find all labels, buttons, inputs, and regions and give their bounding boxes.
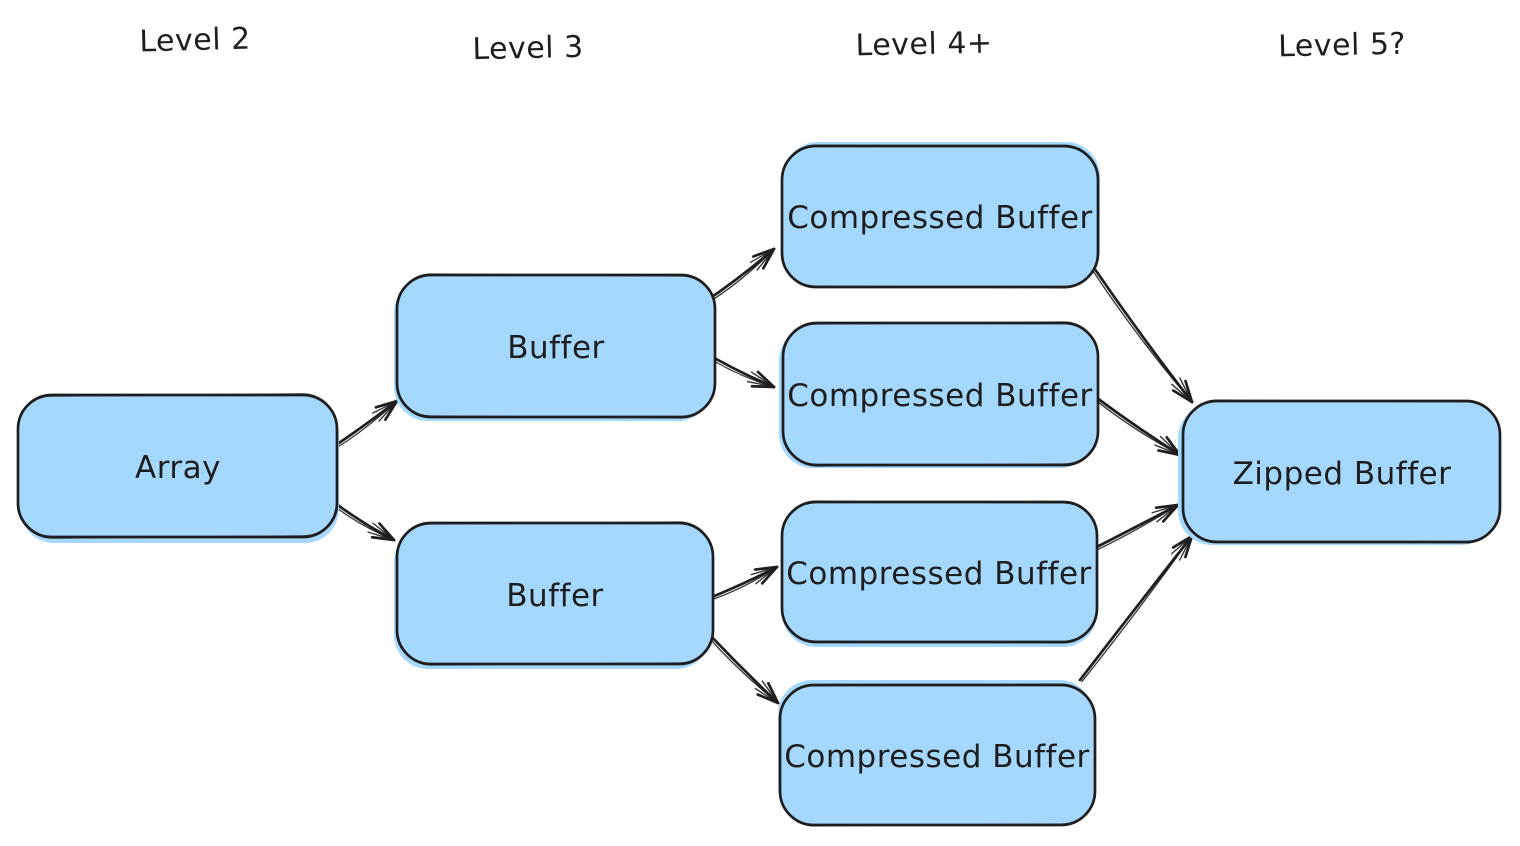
node-box-sketch-stroke — [17, 393, 338, 539]
column-label-level-3: Level 3 — [472, 30, 584, 67]
edge-compressed-buffer-2-to-zipped-buffer — [1094, 396, 1182, 457]
column-labels: Level 2 Level 3 Level 4+ Level 5? — [139, 22, 1406, 68]
nodes: Array Buffer Buffer Compressed Buffer Co… — [16, 142, 1502, 827]
edge-compressed-buffer-1-to-zipped-buffer — [1089, 263, 1194, 404]
edge-buffer-top-to-compressed-buffer-1 — [704, 247, 776, 304]
node-box-sketch-stroke — [396, 273, 716, 419]
node-label-buffer-top: Buffer — [507, 330, 605, 366]
edge-buffer-bottom-to-compressed-buffer-3 — [710, 565, 779, 600]
node-box-sketch-stroke — [779, 683, 1096, 827]
edge-compressed-buffer-3-to-zipped-buffer — [1085, 503, 1180, 555]
node-zipped-buffer: Zipped Buffer — [1178, 399, 1502, 545]
node-compressed-buffer-2: Compressed Buffer — [779, 321, 1100, 468]
column-label-level-2: Level 2 — [139, 22, 251, 60]
node-label-compressed-buffer-3: Compressed Buffer — [786, 556, 1092, 592]
node-box-sketch-stroke — [781, 144, 1099, 289]
edge-array-to-buffer-top — [331, 399, 399, 450]
edge-compressed-buffer-4-to-zipped-buffer — [1078, 534, 1194, 683]
node-label-compressed-buffer-1: Compressed Buffer — [787, 200, 1093, 236]
node-label-zipped-buffer: Zipped Buffer — [1233, 456, 1452, 492]
node-buffer-top: Buffer — [394, 273, 717, 421]
edges — [325, 247, 1194, 705]
node-box-sketch-stroke — [782, 321, 1099, 467]
node-label-compressed-buffer-4: Compressed Buffer — [784, 739, 1090, 775]
node-compressed-buffer-3: Compressed Buffer — [780, 500, 1099, 647]
node-compressed-buffer-1: Compressed Buffer — [780, 142, 1100, 289]
node-box-sketch-stroke — [781, 500, 1098, 644]
node-label-buffer-bottom: Buffer — [506, 578, 604, 614]
node-label-compressed-buffer-2: Compressed Buffer — [787, 378, 1093, 414]
node-compressed-buffer-4: Compressed Buffer — [778, 680, 1097, 827]
node-box-sketch-stroke — [1182, 399, 1501, 544]
node-label-array: Array — [135, 450, 221, 486]
edge-buffer-bottom-to-compressed-buffer-4 — [705, 631, 780, 705]
node-box-sketch-stroke — [396, 521, 714, 666]
node-array: Array — [16, 393, 339, 543]
column-label-level-5: Level 5? — [1278, 27, 1406, 65]
column-label-level-4plus: Level 4+ — [855, 26, 993, 64]
node-buffer-bottom: Buffer — [394, 521, 715, 669]
